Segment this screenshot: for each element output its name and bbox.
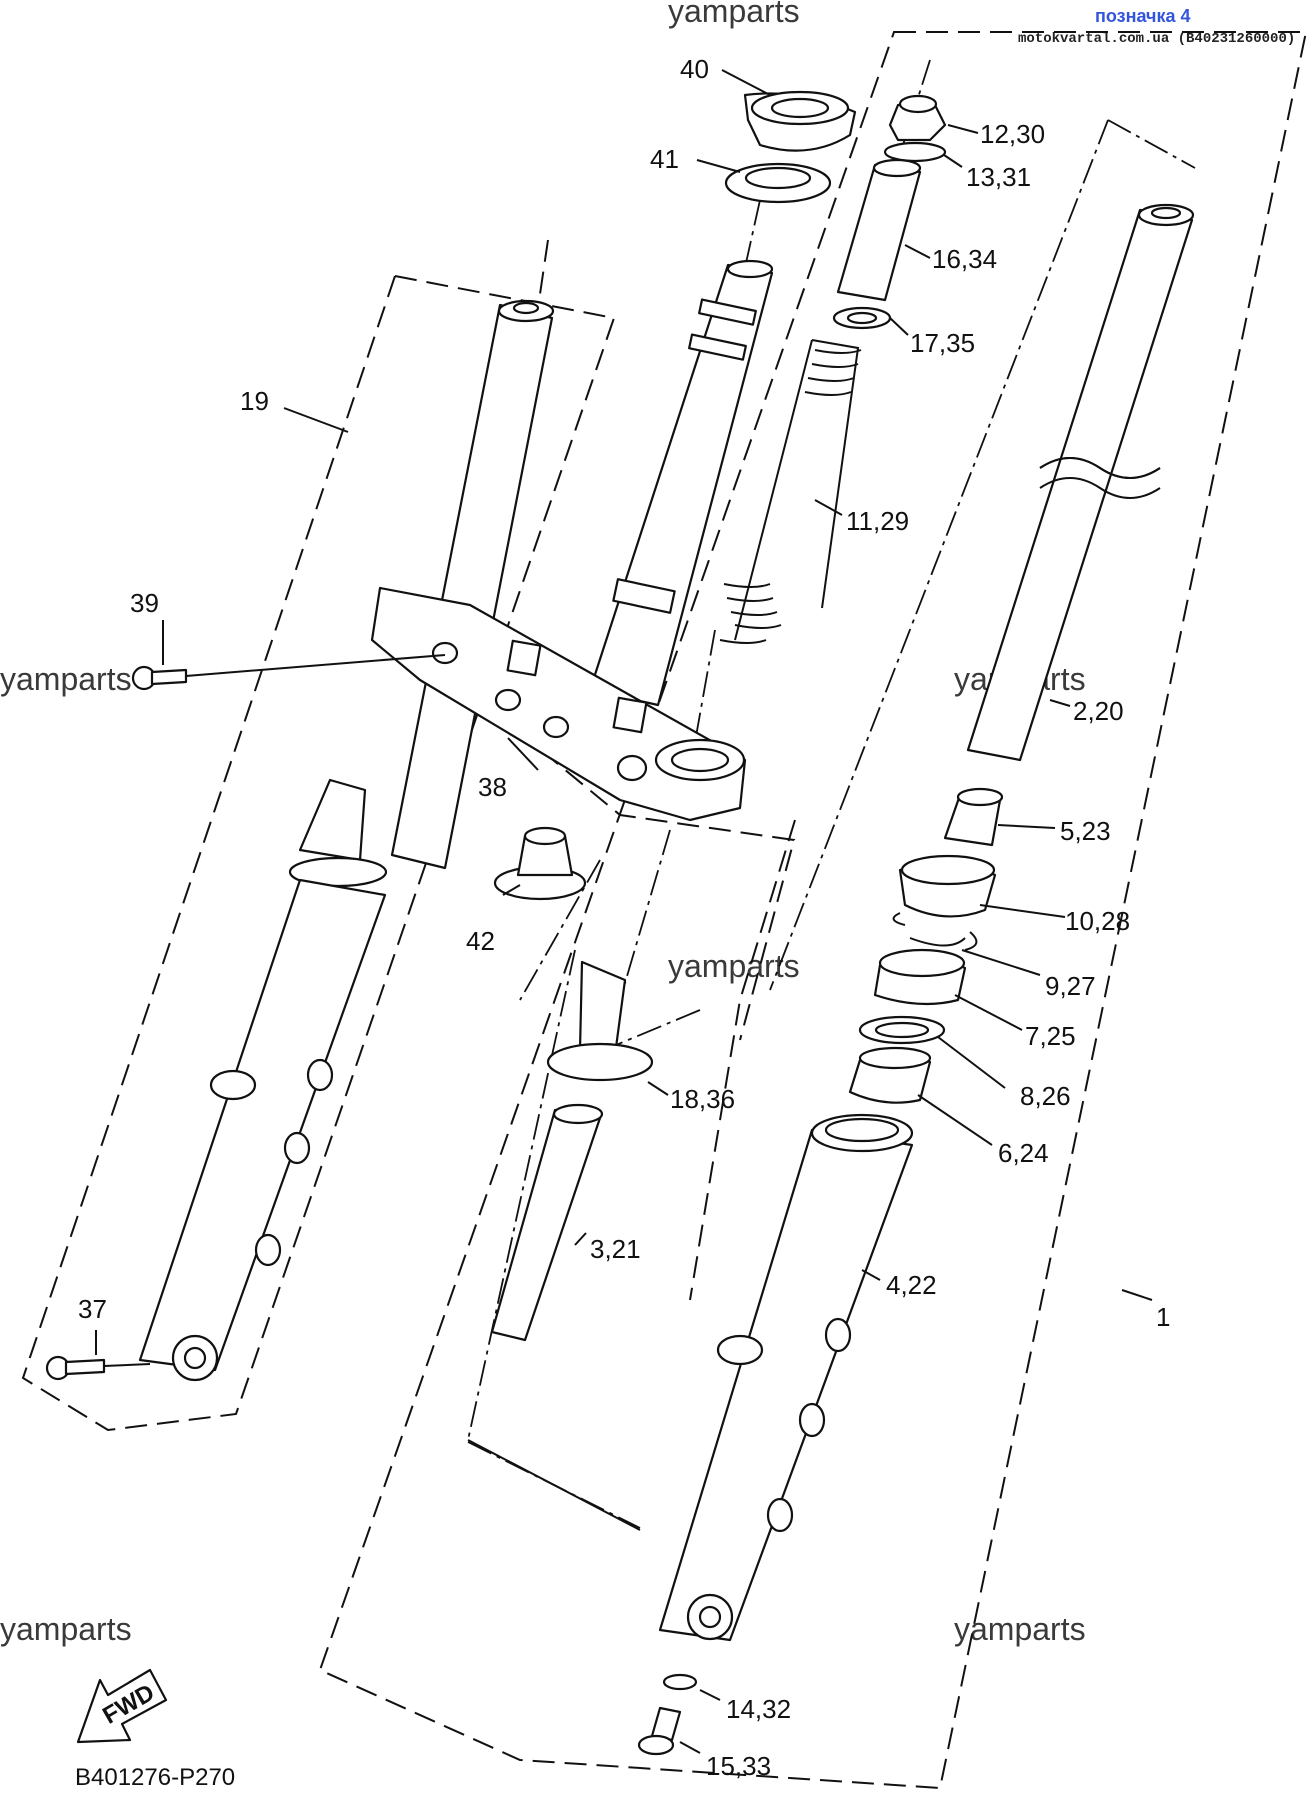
leader-lines	[95, 69, 1153, 1754]
callout-4-22: 4,22	[886, 1270, 937, 1300]
watermark-middle: yamparts	[668, 948, 800, 984]
spacer-16-34	[836, 158, 922, 302]
spring-11-29	[719, 339, 862, 644]
bushing-5-23	[943, 787, 1004, 847]
callout-15-33: 15,33	[706, 1751, 771, 1781]
axis-line-6	[619, 829, 671, 1001]
steering-stem	[588, 259, 774, 707]
callout-6-24: 6,24	[998, 1138, 1049, 1168]
bolt-15-33	[637, 1706, 682, 1756]
callout-17-35: 17,35	[910, 328, 975, 358]
o-ring-13-31	[883, 141, 947, 163]
washer-14-32	[662, 1673, 698, 1691]
rod-bracket-line	[467, 1439, 641, 1531]
callout-37: 37	[78, 1294, 107, 1324]
axis-line-2	[769, 119, 1109, 991]
callout-labels: 40 41 12,30 13,31 16,34 17,35 11,29 19 3…	[78, 54, 1170, 1781]
watermark-top: yamparts	[668, 0, 800, 29]
figure-ref: B401276-P270	[75, 1764, 235, 1791]
lower-triple-clamp	[370, 586, 747, 822]
callout-19: 19	[240, 386, 269, 416]
oil-seal-10-28	[898, 854, 997, 918]
fwd-arrow-icon: FWD	[76, 1668, 168, 1744]
callout-41: 41	[650, 144, 679, 174]
bolt-39-leader	[185, 654, 446, 677]
callout-16-34: 16,34	[932, 244, 997, 274]
callout-9-27: 9,27	[1045, 971, 1096, 1001]
watermark-left: yamparts	[0, 661, 132, 697]
cap-bolt-12-30	[888, 94, 947, 142]
axis-line-1	[1107, 119, 1196, 169]
circlip-9-27	[892, 912, 978, 951]
watermark-bottom-left: yamparts	[0, 1611, 132, 1647]
inner-tube-2-20	[966, 203, 1195, 762]
callout-13-31: 13,31	[966, 162, 1031, 192]
callout-14-32: 14,32	[726, 1694, 791, 1724]
outer-tube-4-22	[658, 1113, 914, 1642]
callout-40: 40	[680, 54, 709, 84]
watermark-bottom-right: yamparts	[954, 1611, 1086, 1647]
fork-assembly-19	[138, 299, 555, 1382]
axis-line-10	[519, 859, 601, 1001]
callout-3-21: 3,21	[590, 1234, 641, 1264]
callout-2-20: 2,20	[1073, 696, 1124, 726]
callout-10-28: 10,28	[1065, 906, 1130, 936]
bearing-40	[743, 90, 857, 152]
damper-rod-3-21	[490, 1103, 604, 1342]
header-tag: позначка 4	[1095, 6, 1191, 26]
callout-11-29: 11,29	[846, 506, 909, 536]
callout-42: 42	[466, 926, 495, 956]
callout-18-36: 18,36	[670, 1084, 735, 1114]
callout-7-25: 7,25	[1025, 1021, 1076, 1051]
group-outline-inner-2	[689, 819, 796, 1301]
group-outline-1	[318, 31, 1308, 1790]
bolt-37	[45, 1355, 106, 1381]
dust-seal-7-25	[873, 948, 967, 1006]
cover-18-36	[546, 960, 654, 1082]
callout-38: 38	[478, 772, 507, 802]
callout-1: 1	[1156, 1302, 1170, 1332]
callout-12-30: 12,30	[980, 119, 1045, 149]
bolt-37-leader	[103, 1363, 151, 1367]
stem-nut-42	[493, 826, 587, 901]
washer-17-35	[832, 306, 892, 330]
bushing-6-24	[848, 1046, 932, 1104]
header-site: motokvartal.com.ua (B40231260000)	[1018, 31, 1295, 47]
washer-8-26	[858, 1015, 946, 1045]
bolt-39	[131, 665, 188, 691]
seal-41	[724, 162, 832, 204]
callout-5-23: 5,23	[1060, 816, 1111, 846]
callout-39: 39	[130, 588, 159, 618]
callout-8-26: 8,26	[1020, 1081, 1071, 1111]
group-outline-19	[21, 274, 616, 1432]
